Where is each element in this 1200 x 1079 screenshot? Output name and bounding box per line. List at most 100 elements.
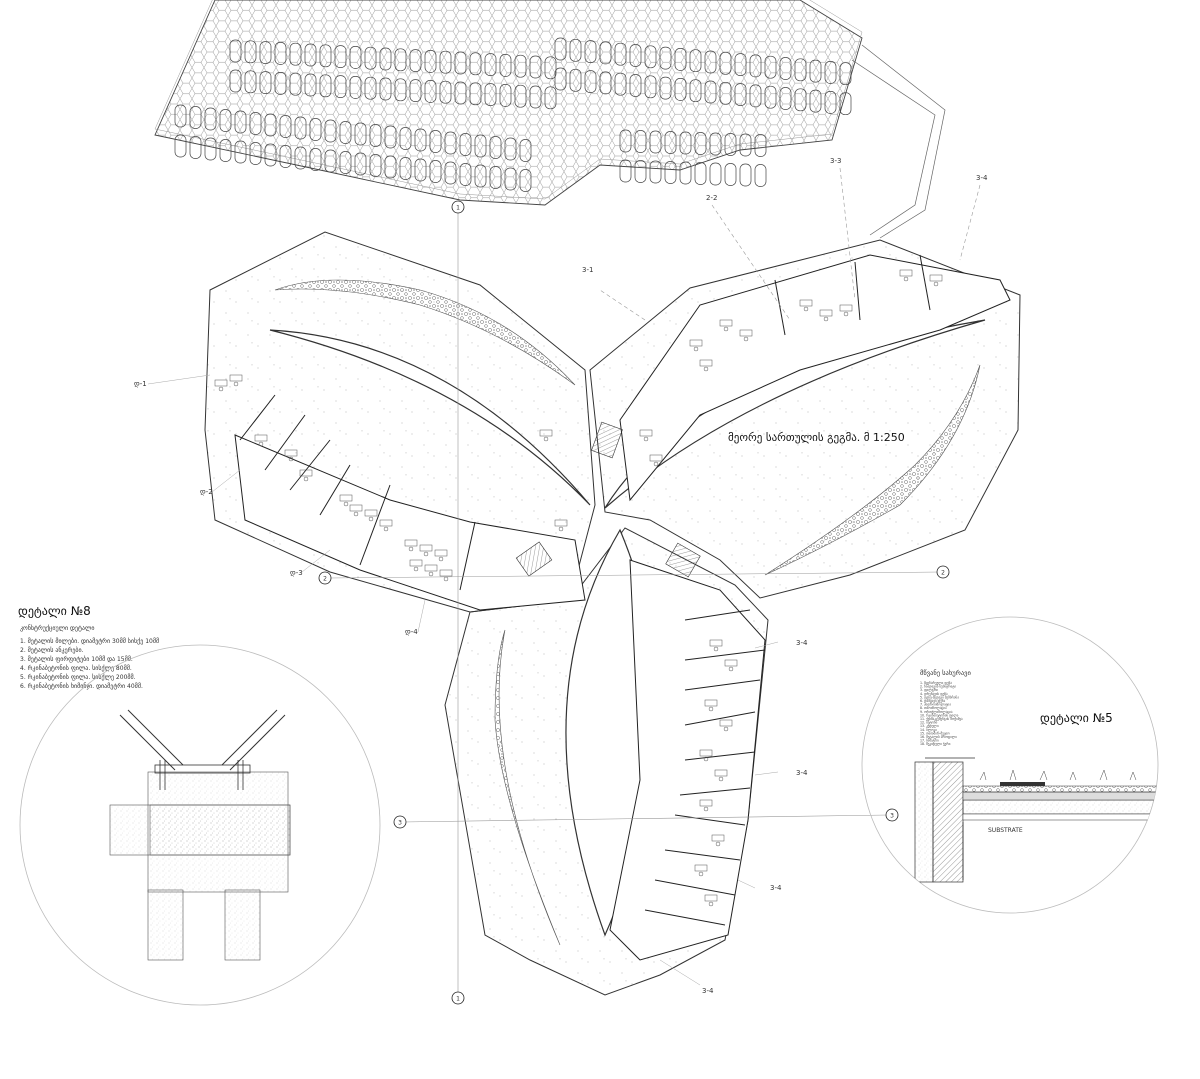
parked-car	[724, 133, 737, 156]
detail-8-note: 4. რკინაბეტონის ფილა. სისქლე 80მმ.	[20, 665, 132, 672]
detail-8-note: 2. მეტალის ანკერები.	[20, 647, 84, 654]
parked-car	[719, 81, 732, 105]
section-mark: 3-4	[796, 769, 808, 777]
parked-car	[429, 130, 442, 153]
furniture-desk	[839, 304, 853, 312]
section-mark: 3-4	[770, 884, 782, 892]
parked-car	[724, 163, 737, 186]
detail-8-subtitle: კონსტრუქციული დეტალი	[20, 625, 94, 632]
parked-car	[234, 110, 247, 134]
detail-8-title: დეტალი №8	[18, 604, 91, 618]
section-mark: 3-4	[702, 987, 714, 995]
parked-car	[279, 145, 292, 168]
courtyard-top-left	[269, 329, 591, 506]
svg-text:3: 3	[890, 813, 894, 820]
parked-car	[414, 158, 427, 182]
detail-5-legend-item: 3. ფილტრი	[920, 688, 938, 692]
furniture-chair	[698, 871, 704, 877]
parked-car	[429, 160, 442, 183]
parked-car	[514, 84, 527, 108]
parked-car	[454, 51, 467, 75]
parked-car	[499, 54, 512, 77]
parked-car	[304, 73, 317, 97]
furniture-desk	[299, 469, 313, 477]
furniture-desk	[704, 894, 718, 902]
furniture-chair	[428, 571, 434, 577]
parked-car	[424, 50, 437, 73]
parked-car	[554, 67, 567, 91]
furniture-chair	[713, 646, 719, 652]
parked-car	[414, 128, 427, 152]
furniture-desk	[424, 564, 438, 572]
parked-car	[354, 152, 367, 176]
svg-text:3: 3	[398, 820, 402, 827]
furniture-chair	[703, 756, 709, 762]
detail-5-legend-item: 2. ნიადაგის სუბსტრატი	[920, 685, 956, 689]
parked-car	[634, 130, 647, 153]
detail-5-legend-item: 14. ბლოკი	[920, 728, 937, 732]
parked-car	[764, 55, 777, 79]
rooms-left	[234, 394, 586, 611]
parked-car	[369, 154, 382, 177]
parked-car	[369, 124, 382, 147]
furniture-desk	[724, 659, 738, 667]
detail-8-note: 3. მეტალის ფირფიტები 10მმ და 15მმ.	[20, 656, 133, 663]
parked-car	[519, 139, 532, 162]
furniture-desk	[714, 769, 728, 777]
furniture-chair	[303, 476, 309, 482]
furniture-chair	[353, 511, 359, 517]
furniture	[214, 269, 943, 907]
furniture-chair	[723, 726, 729, 732]
parked-car	[244, 40, 257, 64]
parked-car	[569, 68, 582, 92]
parked-car	[664, 161, 677, 184]
parked-car	[794, 58, 807, 82]
parked-car	[754, 134, 767, 157]
furniture-chair	[218, 386, 224, 392]
detail-5-legend-item: 17. სამაგრი	[920, 739, 939, 743]
detail-5-legend-item: 1. მცენარეული ფენა	[920, 681, 952, 685]
plan-title: მეორე სართულის გეგმა. მ 1:250	[728, 431, 905, 444]
svg-text:2: 2	[323, 576, 327, 583]
parked-car	[649, 130, 662, 154]
furniture-chair	[715, 841, 721, 847]
parked-car	[364, 76, 377, 100]
furniture-chair	[438, 556, 444, 562]
parked-car	[474, 134, 487, 158]
furniture-chair	[843, 311, 849, 317]
parked-car	[529, 85, 542, 109]
substrate-label: SUBSTRATE	[988, 827, 1023, 834]
parked-car	[739, 133, 752, 157]
parked-car	[264, 113, 277, 137]
parked-car	[399, 157, 412, 180]
axis-lines	[329, 167, 981, 995]
detail-5-legend-item: 11. ქვიშა-ცემენტის მოჭიმვა	[920, 717, 963, 721]
parked-car	[249, 142, 262, 165]
furniture-chair	[693, 346, 699, 352]
furniture-desk	[284, 449, 298, 457]
parked-car	[439, 50, 452, 74]
parked-car	[839, 92, 852, 116]
furniture-desk	[709, 639, 723, 647]
parked-car	[189, 106, 202, 129]
parked-car	[394, 78, 407, 102]
parked-car	[364, 46, 377, 70]
furniture-desk	[409, 559, 423, 567]
furniture-desk	[899, 269, 913, 277]
parked-car	[444, 161, 457, 185]
section-mark: დ-2	[200, 488, 213, 496]
furniture-desk	[229, 374, 243, 382]
parked-car	[379, 77, 392, 101]
parked-car	[409, 79, 422, 102]
furniture-chair	[343, 501, 349, 507]
furniture-desk	[349, 504, 363, 512]
parked-car	[644, 45, 657, 69]
parked-car	[794, 88, 807, 112]
parked-cars	[174, 37, 852, 192]
parked-car	[529, 55, 542, 79]
parked-car	[544, 56, 557, 80]
axis-bubble-2-left: 2	[318, 571, 332, 585]
parked-car	[824, 61, 837, 84]
rooms-right	[619, 254, 1011, 502]
